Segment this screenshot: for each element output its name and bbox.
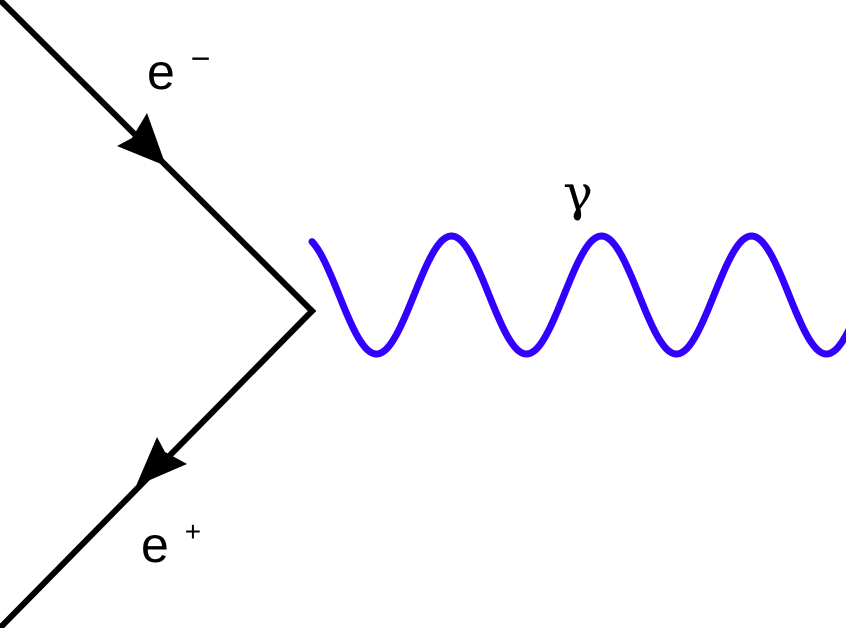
- positron-label-base: e: [141, 517, 169, 573]
- electron-label-base: e: [147, 44, 175, 100]
- electron-arrow-icon: [117, 113, 166, 166]
- positron-arrow-icon: [136, 437, 187, 486]
- positron-label-charge: +: [185, 516, 201, 547]
- photon-line: [308, 232, 846, 358]
- positron-label: e +: [141, 516, 201, 573]
- photon-label: γ: [563, 164, 593, 222]
- electron-label: e −: [147, 40, 211, 100]
- electron-label-charge: −: [191, 40, 211, 78]
